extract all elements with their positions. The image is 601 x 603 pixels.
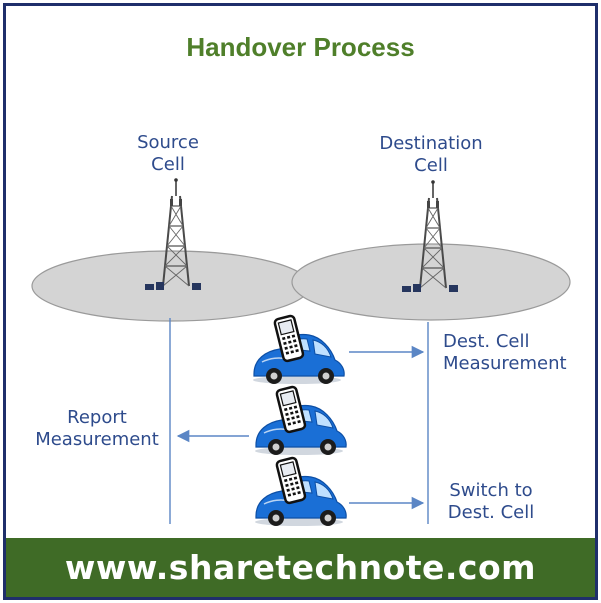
car-phone-icon <box>251 313 346 386</box>
source-cell-label-line2: Cell <box>151 154 185 175</box>
step-report-measurement-line2: Measurement <box>35 429 159 450</box>
destination-cell-label: Destination Cell <box>361 133 501 177</box>
source-cell-label: Source Cell <box>108 132 228 176</box>
handover-diagram <box>31 177 571 528</box>
step-dest-measurement-line2: Measurement <box>443 353 567 374</box>
source-cell-coverage <box>31 250 311 322</box>
step-report-measurement-line1: Report <box>67 407 127 428</box>
source-cell-label-line1: Source <box>137 132 199 153</box>
diagram-title: Handover Process <box>186 32 415 62</box>
car-phone-icon <box>253 384 348 457</box>
step-report-measurement-label: Report Measurement <box>22 407 172 451</box>
destination-cell-label-line2: Cell <box>414 155 448 176</box>
destination-cell-coverage <box>291 243 571 321</box>
diagram-frame: Handover Process <box>3 3 598 600</box>
footer-url: www.sharetechnote.com <box>6 538 595 597</box>
step-dest-measurement-label: Dest. Cell Measurement <box>443 331 593 375</box>
step-dest-measurement-line1: Dest. Cell <box>443 331 530 352</box>
step-switch-line1: Switch to <box>449 480 533 501</box>
car-phone-icon <box>253 455 348 528</box>
step-switch-line2: Dest. Cell <box>447 502 535 523</box>
step-switch-label: Switch to Dest. Cell <box>431 480 551 524</box>
destination-cell-label-line1: Destination <box>379 133 483 154</box>
